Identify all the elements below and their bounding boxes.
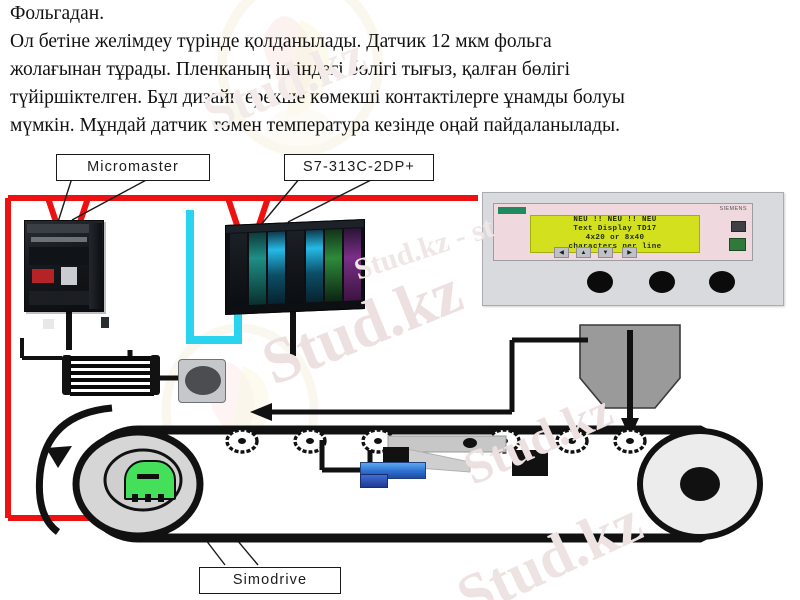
drive-top-cover: [27, 224, 89, 233]
line-filter: [62, 355, 160, 396]
drive-card-slot: [31, 237, 87, 242]
drive-display: [43, 319, 54, 329]
hmi-knob-3[interactable]: [709, 271, 735, 293]
plc-module-ai: [306, 229, 323, 303]
body-text-block: Фольгадан. Ол бетіне желімдеу түрінде қо…: [0, 0, 800, 140]
drive-keypad: [61, 267, 109, 328]
hmi-power-indicator: [498, 207, 526, 214]
drive-status-panel: [32, 269, 54, 329]
plc-module-psu: [230, 233, 247, 306]
motor-terminal: [132, 494, 138, 502]
body-line: Фольгадан.: [10, 3, 105, 24]
td17-text-display[interactable]: SIEMENS NEU !! NEU !! NEU Text Display T…: [482, 192, 784, 306]
material-hopper: [579, 324, 681, 438]
drive-side-panel: [89, 223, 102, 309]
hmi-function-key-1[interactable]: [731, 221, 746, 232]
arrow-left-icon[interactable]: ◀: [554, 247, 569, 258]
plc-module-do: [287, 230, 304, 304]
lcd-line: 4x20 or 8x40: [585, 234, 645, 242]
plc-module-di: [268, 231, 285, 305]
plc-module-ao: [325, 228, 342, 302]
hmi-lcd-screen: NEU !! NEU !! NEU Text Display TD17 4x20…: [530, 215, 700, 253]
lcd-line: characters per line: [568, 243, 662, 251]
filter-cooling-fins: [70, 356, 154, 396]
filter-connection: [20, 338, 178, 381]
body-line: мүмкін. Мұндай датчик төмен температура …: [10, 115, 621, 136]
drive-keypad-screen: [101, 317, 109, 328]
conveyor-rollers: [225, 428, 647, 454]
arrow-right-icon[interactable]: ▶: [622, 247, 637, 258]
filter-end-cap-left: [62, 355, 72, 395]
equipment-stands: [66, 310, 296, 356]
simatic-s7-plc[interactable]: [225, 218, 365, 316]
hmi-knob-1[interactable]: [587, 271, 613, 293]
profibus-cable: [186, 210, 242, 344]
micromaster-drive[interactable]: [24, 220, 109, 329]
arrow-down-icon[interactable]: ▼: [598, 247, 613, 258]
plc-module-cpu: [249, 232, 266, 306]
drive-vent-panel: [29, 247, 89, 265]
gearbox-rotor: [185, 366, 221, 395]
hmi-function-key-2[interactable]: [729, 238, 746, 251]
arrow-up-icon[interactable]: ▲: [576, 247, 591, 258]
foil-sensor-base: [360, 474, 388, 488]
simodrive-motor[interactable]: [124, 460, 176, 502]
lcd-line: NEU !! NEU !! NEU: [573, 216, 657, 224]
gearbox: [178, 359, 226, 403]
drive-terminal-block: [29, 291, 89, 305]
lcd-line: Text Display TD17: [573, 225, 657, 233]
hmi-bezel: SIEMENS NEU !! NEU !! NEU Text Display T…: [493, 203, 753, 261]
motor-terminal: [158, 494, 164, 502]
body-line: түйіршіктелген. Бұл дизайн ерекше көмекш…: [10, 87, 625, 108]
filter-end-cap-right: [150, 355, 160, 395]
motor-terminal: [145, 494, 151, 502]
motor-nameplate: [137, 474, 159, 479]
siemens-logo: SIEMENS: [719, 206, 747, 212]
rotation-arrow: [35, 404, 113, 535]
body-line: жолағынан тұрады. Пленканың ішіндегі бөл…: [10, 59, 571, 80]
plc-module-comms: [344, 228, 361, 301]
hmi-knob-2[interactable]: [649, 271, 675, 293]
callout-micromaster: Micromaster: [56, 154, 210, 181]
body-line: Ол бетіне желімдеу түрінде қолданылады. …: [10, 31, 552, 52]
callout-simodrive: Simodrive: [199, 567, 341, 594]
callout-s7-plc: S7-313C-2DP+: [284, 154, 434, 181]
return-flow-arrow: [250, 337, 588, 421]
